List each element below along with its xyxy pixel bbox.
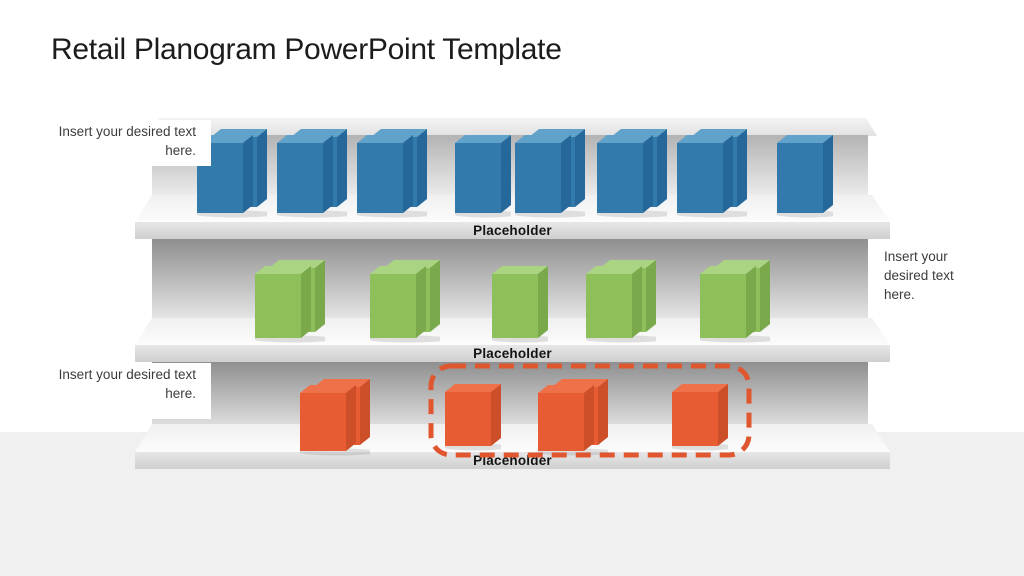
green-box-group[interactable]: [586, 260, 656, 343]
green-box-group[interactable]: [255, 260, 325, 343]
orange-box-group[interactable]: [672, 384, 728, 451]
slide-title: Retail Planogram PowerPoint Template: [51, 33, 562, 66]
green-box-group[interactable]: [700, 260, 770, 343]
blue-box-group[interactable]: [277, 129, 347, 218]
shelf-fascia-top: Placeholder: [135, 222, 890, 239]
blue-box-group[interactable]: [597, 129, 667, 218]
blue-box-group[interactable]: [515, 129, 585, 218]
orange-box-group[interactable]: [300, 379, 370, 456]
blue-box-group[interactable]: [777, 135, 833, 218]
green-box-group[interactable]: [370, 260, 440, 343]
blue-box-group[interactable]: [677, 129, 747, 218]
annotation-right-middle[interactable]: Insert your desired text here.: [884, 249, 954, 303]
blue-box-group[interactable]: [455, 135, 511, 218]
annotation-left-top[interactable]: Insert your desired text here.: [0, 120, 211, 167]
shelf-surface-bottom: [135, 424, 890, 452]
placeholder-label-top[interactable]: Placeholder: [473, 223, 552, 238]
shelf-fascia-middle: Placeholder: [135, 345, 890, 362]
placeholder-label-middle[interactable]: Placeholder: [473, 346, 552, 361]
orange-box-group[interactable]: [445, 384, 501, 451]
dashed-rectangle-icon: [428, 363, 752, 458]
annotation-left-bottom[interactable]: Insert your desired text here.: [0, 363, 211, 420]
green-box-group[interactable]: [492, 266, 548, 343]
blue-box-group[interactable]: [357, 129, 427, 218]
highlight-dashed-region[interactable]: [428, 363, 752, 458]
blue-box-group[interactable]: [197, 129, 267, 218]
